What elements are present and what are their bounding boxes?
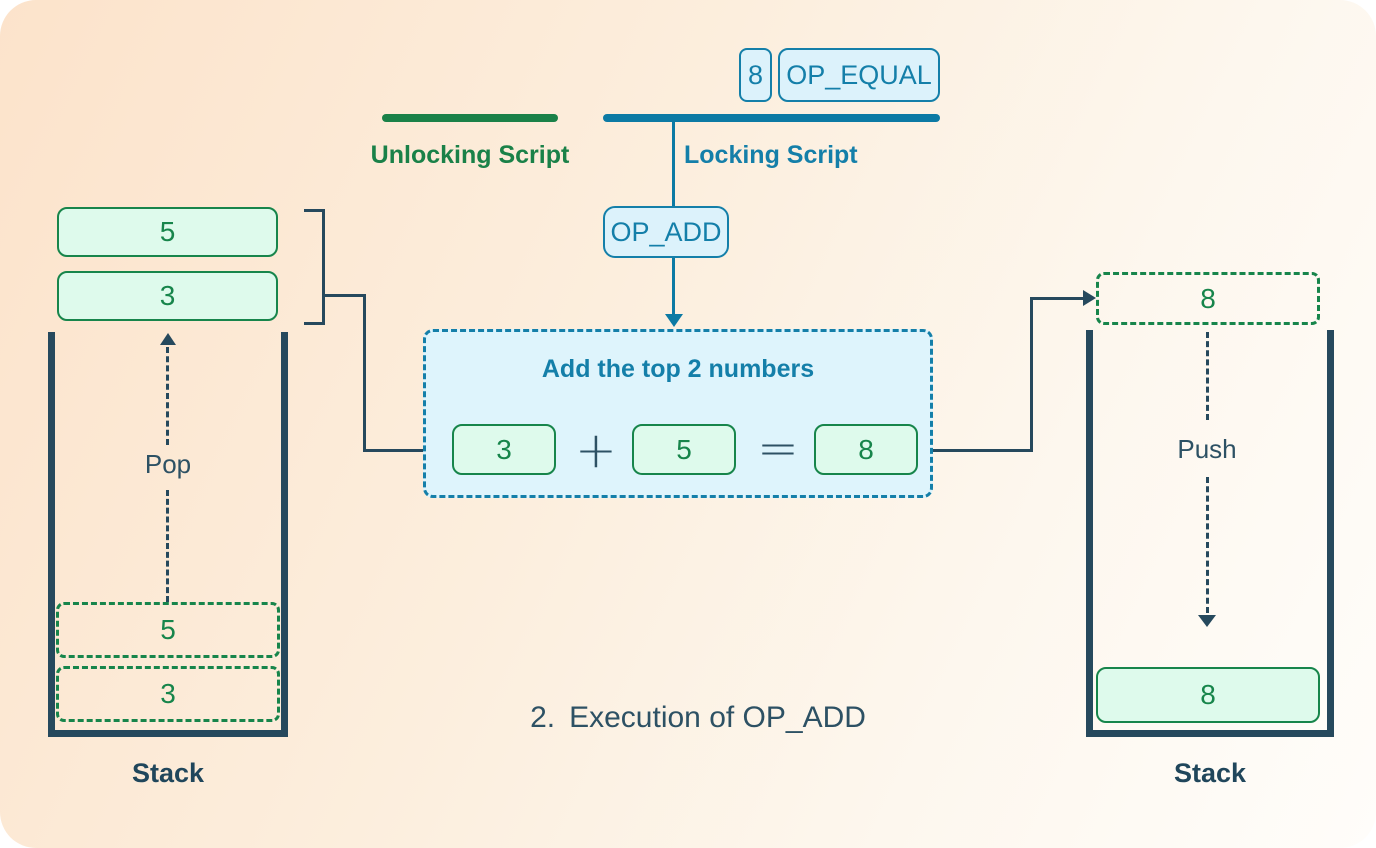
right-stack-wall-left — [1086, 330, 1093, 737]
bracket-vertical — [322, 209, 325, 325]
bracket-tick-top — [304, 209, 322, 212]
popped-item-top: 5 — [57, 207, 278, 257]
left-stack-dashed-item-bottom: 3 — [56, 666, 280, 722]
caption-text: Execution of OP_ADD — [569, 701, 866, 734]
locking-item-value-box: 8 — [739, 48, 772, 102]
pop-dotted-line-top — [166, 347, 169, 445]
unlocking-script-label: Unlocking Script — [370, 141, 570, 169]
push-arrow-right-icon — [1083, 290, 1096, 306]
pop-label: Pop — [144, 449, 192, 479]
left-stack-wall-left — [48, 332, 55, 737]
left-stack-dashed-item-top: 5 — [56, 602, 280, 658]
push-dotted-line-top — [1206, 332, 1209, 420]
left-stack-bottom — [48, 730, 288, 737]
connector-left-v — [363, 294, 366, 452]
pop-arrow-up-icon — [160, 333, 176, 345]
plus-sign: + — [575, 421, 617, 479]
operand-1-box: 3 — [452, 424, 556, 475]
locking-connector-line-bottom — [672, 258, 675, 315]
popped-item-second: 3 — [57, 271, 278, 321]
operand-2-box: 5 — [632, 424, 736, 475]
pop-dotted-line-bottom — [166, 490, 169, 602]
op-add-box: OP_ADD — [603, 206, 729, 258]
right-stack-pushed-item: 8 — [1096, 667, 1320, 723]
connector-right-v — [1030, 297, 1033, 452]
result-box: 8 — [814, 424, 918, 475]
connector-left-h2 — [363, 449, 425, 452]
left-stack-wall-right — [281, 332, 288, 737]
locking-script-bar — [603, 114, 940, 122]
operation-title: Add the top 2 numbers — [541, 355, 815, 383]
connector-left-h1 — [325, 294, 366, 297]
push-label: Push — [1177, 434, 1237, 464]
right-stack-wall-right — [1327, 330, 1334, 737]
right-stack-incoming-item: 8 — [1096, 272, 1320, 325]
right-stack-bottom — [1086, 730, 1334, 737]
caption: 2. Execution of OP_ADD — [478, 701, 918, 735]
right-stack-label: Stack — [1173, 758, 1247, 788]
operation-box: Add the top 2 numbers 3 + 5 = 8 — [423, 329, 933, 498]
equals-sign: = — [757, 419, 799, 477]
connector-right-h1 — [933, 449, 1033, 452]
arrow-down-icon — [665, 314, 683, 327]
locking-connector-line-top — [672, 122, 675, 207]
unlocking-script-bar — [382, 114, 558, 122]
push-dotted-line-bottom — [1206, 477, 1209, 613]
locking-script-label: Locking Script — [684, 141, 858, 169]
caption-number: 2. — [530, 701, 556, 734]
locking-item-op-equal-box: OP_EQUAL — [778, 48, 940, 102]
left-stack-label: Stack — [131, 758, 205, 788]
push-arrow-down-icon — [1198, 615, 1216, 627]
connector-right-h2 — [1030, 297, 1084, 300]
bracket-tick-bottom — [304, 322, 322, 325]
